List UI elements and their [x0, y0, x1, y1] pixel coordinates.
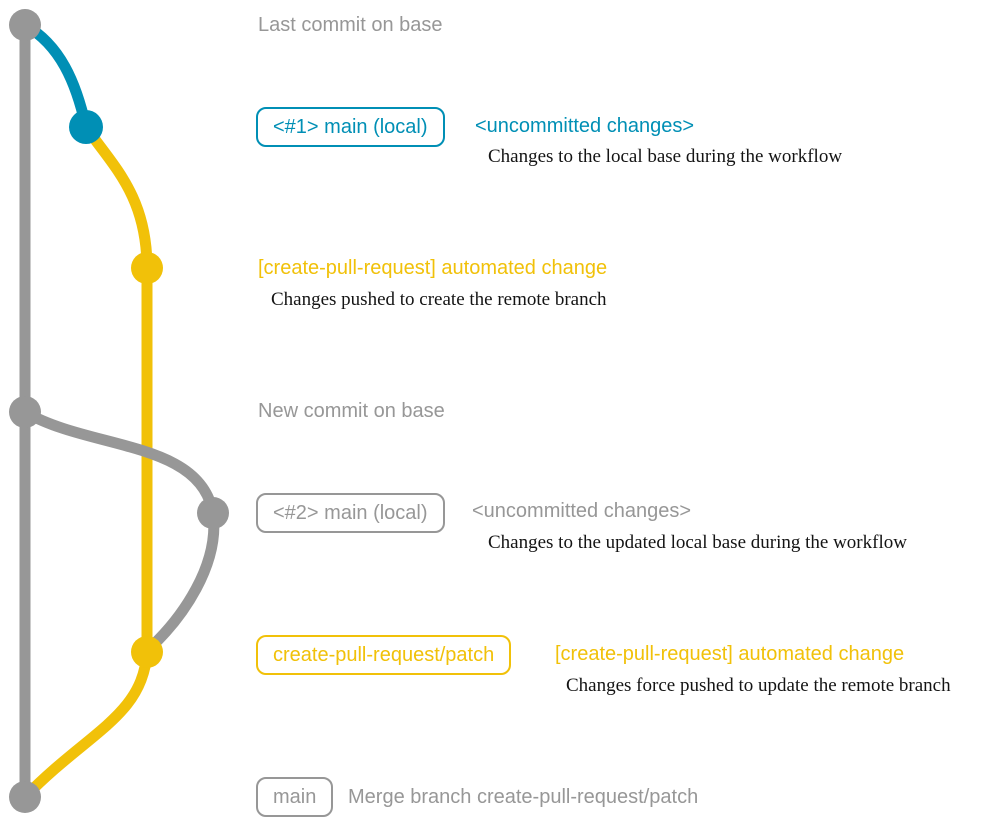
automated-change-note-2: Changes force pushed to update the remot…	[566, 675, 951, 696]
branch-badge-main-local-1: <#1> main (local)	[256, 107, 445, 147]
commit-dot-local-1	[69, 110, 103, 144]
new-commit-label: New commit on base	[258, 400, 445, 422]
badge-text: create-pull-request/patch	[256, 635, 512, 675]
uncommitted-changes-title-1: <uncommitted changes>	[475, 115, 695, 137]
branch-badge-patch: create-pull-request/patch	[256, 635, 512, 675]
automated-change-title-1: [create-pull-request] automated change	[258, 257, 608, 279]
commit-dot-merge	[9, 781, 41, 813]
uncommitted-changes-title-2: <uncommitted changes>	[472, 500, 692, 522]
rebase-curve	[146, 512, 220, 653]
badge-text: main	[256, 777, 334, 817]
branch-badge-main: main	[256, 777, 334, 817]
local-main-line	[22, 20, 92, 129]
commit-dot-last-base	[9, 9, 41, 41]
commit-dot-local-2	[197, 497, 229, 529]
automated-change-note-1: Changes pushed to create the remote bran…	[271, 289, 607, 310]
last-commit-label: Last commit on base	[258, 14, 443, 36]
badge-text: <#1> main (local)	[256, 107, 445, 147]
base-update-curve	[22, 407, 219, 515]
uncommitted-changes-note-1: Changes to the local base during the wor…	[488, 146, 843, 167]
uncommitted-changes-note-2: Changes to the updated local base during…	[488, 532, 907, 553]
commit-dot-patch-2	[131, 636, 163, 668]
merge-commit-message: Merge branch create-pull-request/patch	[348, 786, 699, 808]
branch-badge-main-local-2: <#2> main (local)	[256, 493, 445, 533]
patch-branch-line	[21, 123, 153, 801]
commit-dot-patch-1	[131, 252, 163, 284]
automated-change-title-2: [create-pull-request] automated change	[555, 643, 905, 665]
commit-dot-new-base	[9, 396, 41, 428]
badge-text: <#2> main (local)	[256, 493, 445, 533]
